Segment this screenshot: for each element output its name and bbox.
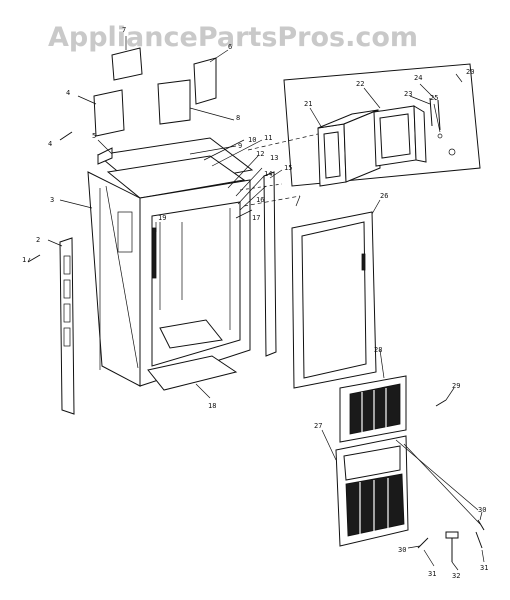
callout-4: 4	[66, 89, 70, 97]
callout-4b: 4	[48, 140, 52, 148]
leader-lines	[27, 36, 485, 571]
grille-part-28	[339, 375, 407, 443]
panel-part-6	[193, 57, 217, 105]
fasteners-part-23-24	[429, 97, 456, 156]
alignment-lines	[239, 133, 481, 525]
callout-12: 12	[256, 150, 264, 158]
callout-26: 26	[380, 192, 388, 200]
strip-part-15	[263, 171, 277, 357]
panel-part-4	[93, 89, 125, 137]
callout-22: 22	[356, 80, 364, 88]
callout-9: 9	[238, 142, 242, 150]
callout-labels: 7 6 4 8 4 5 3 9 10 11 12 13 14 15 16 17 …	[22, 26, 488, 580]
callout-20: 20	[466, 68, 474, 76]
callout-23: 23	[404, 90, 412, 98]
screw-part-29	[435, 399, 447, 407]
callout-7: 7	[122, 26, 126, 34]
callout-27: 27	[314, 422, 322, 430]
callout-5: 5	[92, 132, 96, 140]
callout-18: 18	[208, 402, 216, 410]
callout-17: 17	[252, 214, 260, 222]
side-strip-part-2	[59, 237, 75, 415]
callout-8: 8	[236, 114, 240, 122]
screw-part-1	[27, 254, 41, 263]
callout-31-left: 31	[428, 570, 436, 578]
panel-part-8	[157, 79, 191, 125]
grille-part-27	[335, 435, 409, 547]
callout-32: 32	[452, 572, 460, 580]
door-frame-part-26	[291, 211, 377, 389]
callout-29: 29	[452, 382, 460, 390]
watermark-text: AppliancePartsPros.com	[48, 22, 418, 53]
duct-part-22	[373, 105, 427, 167]
callout-6-top: 6	[228, 43, 232, 51]
callout-1: 1	[22, 256, 26, 264]
callout-30-left: 30	[398, 546, 406, 554]
callout-28: 28	[374, 346, 382, 354]
cabinet-back-rail	[97, 147, 113, 165]
cabinet-left-side	[87, 171, 141, 387]
callout-31-right: 31	[480, 564, 488, 572]
callout-14: 14	[264, 170, 272, 178]
callout-19: 19	[158, 214, 166, 222]
screw-part-4	[59, 131, 73, 141]
callout-16: 16	[256, 196, 264, 204]
callout-3: 3	[50, 196, 54, 204]
callout-30-right: 30	[478, 506, 486, 514]
callout-15: 15	[284, 164, 292, 172]
duct-part-21	[317, 109, 381, 187]
panel-part-7	[111, 47, 143, 81]
callout-11: 11	[264, 134, 272, 142]
cabinet-front-frame	[139, 179, 251, 387]
base-pan	[147, 319, 238, 391]
callout-21: 21	[304, 100, 312, 108]
callout-2: 2	[36, 236, 40, 244]
callout-25: 25	[430, 94, 438, 102]
callout-13: 13	[270, 154, 278, 162]
callout-24: 24	[414, 74, 422, 82]
callout-10: 10	[248, 136, 256, 144]
